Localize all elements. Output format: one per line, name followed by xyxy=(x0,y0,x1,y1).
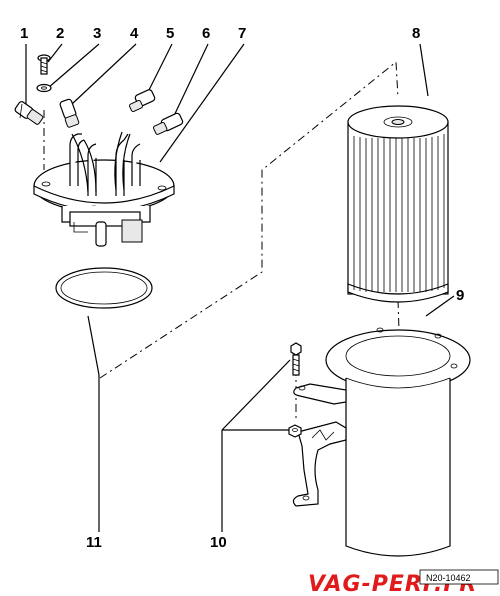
callout-6: 6 xyxy=(202,25,210,42)
leader-lines xyxy=(25,43,455,532)
part-10-nut xyxy=(288,424,302,438)
part-10-bolt xyxy=(290,342,302,376)
callout-4: 4 xyxy=(130,25,139,42)
part-9-filter-housing xyxy=(292,327,471,557)
figure-code-box: N20-10462 xyxy=(419,569,499,585)
part-2-screw xyxy=(37,54,51,75)
callout-1: 1 xyxy=(20,25,28,42)
part-6-connector xyxy=(153,112,184,135)
callout-7: 7 xyxy=(238,25,246,42)
callout-3: 3 xyxy=(93,25,101,42)
part-4-connector xyxy=(59,98,80,128)
part-5-connector xyxy=(129,89,156,113)
callout-2: 2 xyxy=(56,25,64,42)
callout-10: 10 xyxy=(210,534,227,551)
callout-9: 9 xyxy=(456,287,464,304)
figure-code: N20-10462 xyxy=(426,573,471,583)
part-3-washer xyxy=(36,83,52,93)
callout-5: 5 xyxy=(166,25,174,42)
part-1-connector xyxy=(14,101,44,125)
part-8-filter-element xyxy=(347,105,449,303)
callout-8: 8 xyxy=(412,25,420,42)
callout-11: 11 xyxy=(86,534,102,551)
filter-pleats xyxy=(353,134,445,292)
part-11-o-ring xyxy=(55,267,153,309)
part-7-filter-cover xyxy=(33,131,175,247)
